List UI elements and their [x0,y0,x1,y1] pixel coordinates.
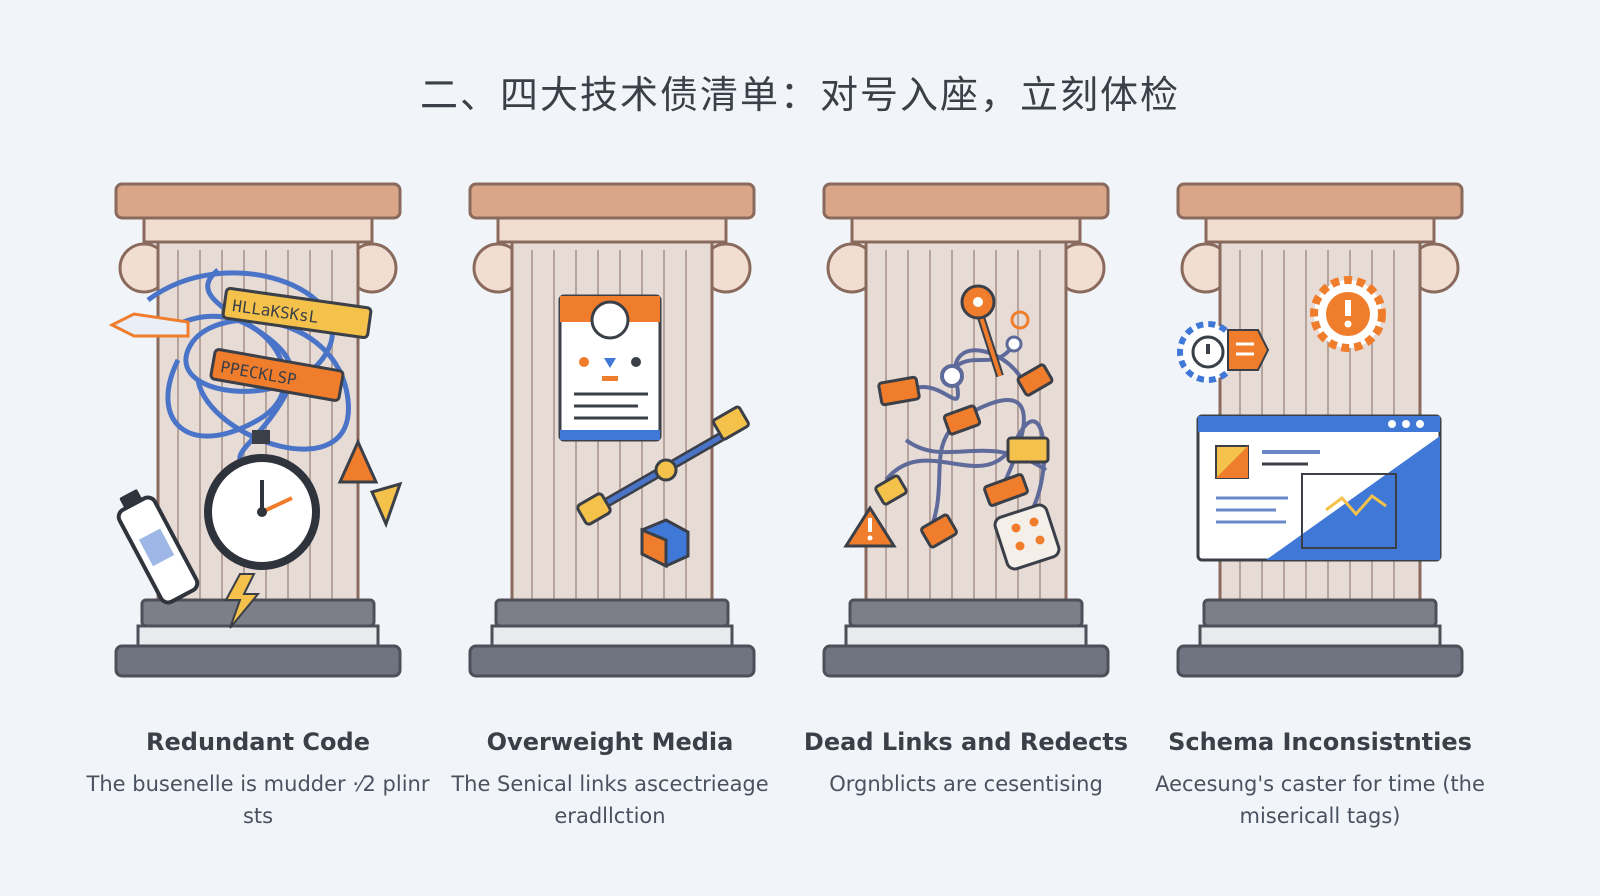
browser-window-icon [1196,414,1442,562]
card-description: Orgnblicts are cesentising [829,772,1103,796]
broken-links-network-icon [874,335,1054,549]
card-description: The Senical links ascectrieage eradllcti… [451,772,769,828]
pen-icon [108,312,190,338]
pillar-graphic: HLLaKSKsL PPECKLSP [108,182,403,678]
pillar-redundant-code: HLLaKSKsL PPECKLSP [108,180,408,700]
chart-icon [1301,473,1397,549]
card-dead-links: Dead Links and Redects Orgnblicts are ce… [786,728,1146,800]
card-redundant-code: Redundant Code The busenelle is mudder ·… [78,728,438,832]
pillar-row: HLLaKSKsL PPECKLSP [0,180,1600,700]
dice-icon [993,503,1061,571]
connector-cable-icon [576,405,750,526]
card-overweight-media: Overweight Media The Senical links ascec… [430,728,790,832]
pillar-graphic [468,182,756,678]
media-card-icon [558,294,662,442]
code-tag-2: PPECKLSP [209,348,345,402]
card-title: Dead Links and Redects [803,728,1129,756]
card-description: The busenelle is mudder ·⁄2 plinr sts [86,772,430,828]
pillar-graphic [1176,182,1464,678]
lightning-icon [224,573,261,629]
pin-icon [960,284,1030,378]
card-title: Schema Inconsistnties [1168,728,1472,756]
battery-icon [116,489,200,605]
pillar-overweight-media [462,180,762,700]
pillar-graphic [822,182,1110,678]
pillar-dead-links [816,180,1116,700]
pillar-schema-inconsistencies [1170,180,1470,700]
card-description: Aecesung's caster for time (the miserica… [1155,772,1485,828]
code-tag-1: HLLaKSKsL [221,287,373,339]
stopwatch-icon [204,430,320,570]
card-title: Redundant Code [146,728,370,756]
card-schema-inconsistencies: Schema Inconsistnties Aecesung's caster … [1140,728,1500,832]
page-title: 二、四大技术债清单：对号入座，立刻体检 [419,73,1180,117]
gear-alert-icon [1177,276,1386,383]
warning-triangle-icon [337,438,403,529]
cube-icon [640,518,690,569]
warning-triangle-icon [843,505,897,548]
card-title: Overweight Media [486,728,734,756]
